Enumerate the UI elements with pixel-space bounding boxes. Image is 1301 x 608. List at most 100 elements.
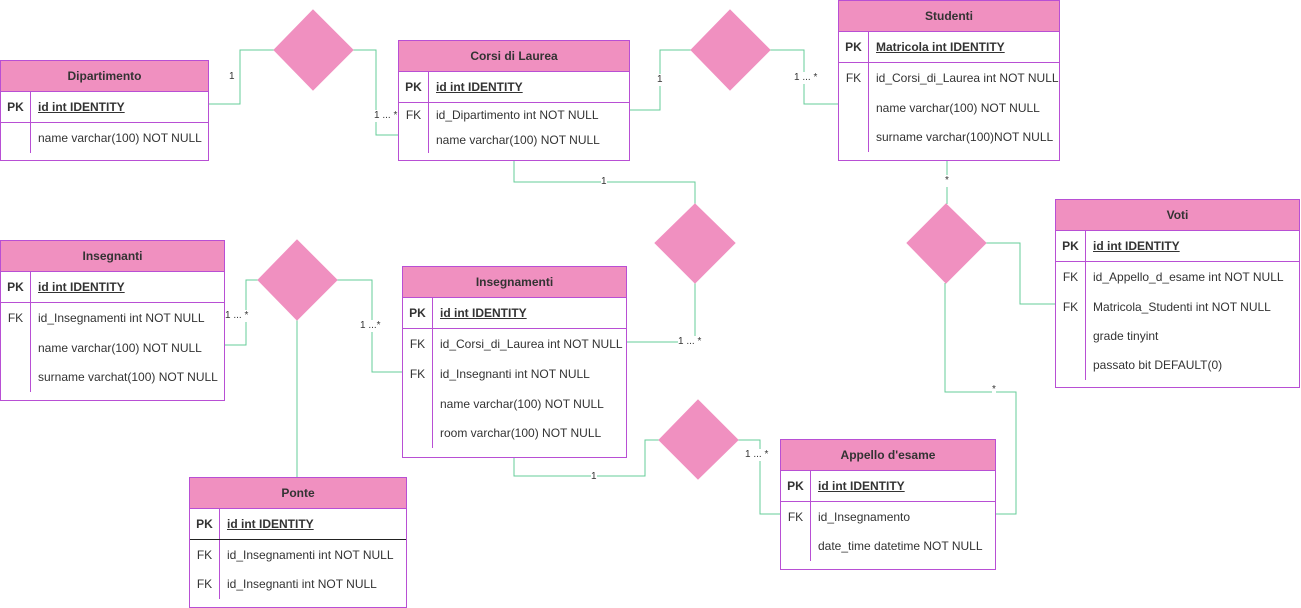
field-label: Matricola_Studenti int NOT NULL: [1093, 300, 1271, 314]
key-label: [1056, 351, 1086, 380]
entity-ponte[interactable]: Ponte PK id int IDENTITY FK id_Insegname…: [189, 477, 407, 608]
key-label: [1056, 322, 1086, 351]
table-row: FK id_Insegnamenti int NOT NULL: [1, 303, 224, 333]
entity-title: Ponte: [190, 478, 406, 509]
edge-insegnamenti-appello: [513, 439, 780, 515]
key-label: FK: [781, 502, 811, 532]
table-row: PK id int IDENTITY: [781, 471, 995, 502]
field-label: passato bit DEFAULT(0): [1093, 358, 1223, 372]
table-row: room varchar(100) NOT NULL: [403, 419, 626, 448]
entity-title: Voti: [1056, 200, 1299, 231]
key-label: PK: [1, 272, 31, 302]
table-row: FK id_Insegnamenti int NOT NULL: [190, 540, 406, 570]
key-label: [399, 127, 429, 153]
cardinality-label: 1 ... *: [678, 336, 702, 348]
field-label: id int IDENTITY: [1093, 239, 1180, 253]
key-label: [839, 123, 869, 152]
key-label: FK: [1056, 262, 1086, 292]
key-label: [1, 363, 31, 392]
entity-corsi-di-laurea[interactable]: Corsi di Laurea PK id int IDENTITY FK id…: [398, 40, 630, 161]
table-row: surname varchar(100)NOT NULL: [839, 123, 1059, 152]
field-label: name varchar(100) NOT NULL: [38, 341, 202, 355]
relationship-diamond: [654, 203, 736, 284]
cardinality-label: 1: [229, 71, 235, 83]
table-row: PK id int IDENTITY: [190, 509, 406, 540]
field-label: name varchar(100) NOT NULL: [440, 397, 604, 411]
field-label: id int IDENTITY: [440, 306, 527, 320]
field-label: id int IDENTITY: [38, 100, 125, 114]
field-label: id_Insegnamento: [818, 510, 911, 524]
table-row: FK id_Insegnamento: [781, 502, 995, 532]
cardinality-label: 1: [601, 176, 607, 188]
relationship-diamond: [690, 9, 771, 91]
key-label: [1, 333, 31, 363]
cardinality-label: 1: [591, 471, 597, 483]
entity-title: Studenti: [839, 1, 1059, 32]
edge-dipartimento-corsi: [209, 49, 398, 136]
key-label: PK: [399, 72, 429, 102]
table-row: surname varchat(100) NOT NULL: [1, 363, 224, 392]
field-label: id_Insegnamenti int NOT NULL: [227, 548, 394, 562]
entity-insegnamenti[interactable]: Insegnamenti PK id int IDENTITY FK id_Co…: [402, 266, 627, 458]
cardinality-label: *: [945, 175, 949, 187]
key-label: FK: [403, 329, 433, 359]
key-label: FK: [1, 303, 31, 333]
key-label: PK: [1, 92, 31, 122]
key-label: PK: [839, 32, 869, 62]
field-label: id_Corsi_di_Laurea int NOT NULL: [440, 337, 623, 351]
key-label: PK: [1056, 231, 1086, 261]
entity-title: Corsi di Laurea: [399, 41, 629, 72]
cardinality-label: 1 ...*: [360, 320, 381, 332]
key-label: PK: [781, 471, 811, 501]
table-row: FK id_Corsi_di_Laurea int NOT NULL: [839, 63, 1059, 93]
field-label: name varchar(100) NOT NULL: [436, 133, 600, 147]
relationship-diamond: [658, 399, 739, 480]
field-label: surname varchat(100) NOT NULL: [38, 370, 218, 384]
table-row: PK id int IDENTITY: [1, 272, 224, 303]
table-row: FK id_Dipartimento int NOT NULL: [399, 103, 629, 127]
field-label: grade tinyint: [1093, 329, 1159, 343]
field-label: id int IDENTITY: [436, 80, 523, 94]
field-label: id int IDENTITY: [38, 280, 125, 294]
field-label: id_Insegnanti int NOT NULL: [227, 577, 377, 591]
key-label: FK: [190, 570, 220, 599]
entity-studenti[interactable]: Studenti PK Matricola int IDENTITY FK id…: [838, 0, 1060, 161]
relationship-diamond: [273, 9, 354, 91]
key-label: [403, 419, 433, 448]
table-row: FK id_Insegnanti int NOT NULL: [403, 359, 626, 389]
cardinality-label: 1: [657, 74, 663, 86]
cardinality-label: 1 ... *: [745, 449, 769, 461]
entity-voti[interactable]: Voti PK id int IDENTITY FK id_Appello_d_…: [1055, 199, 1300, 388]
table-row: FK id_Corsi_di_Laurea int NOT NULL: [403, 329, 626, 359]
key-label: FK: [399, 103, 429, 127]
table-row: PK id int IDENTITY: [399, 72, 629, 103]
field-label: date_time datetime NOT NULL: [818, 539, 983, 553]
table-row: name varchar(100) NOT NULL: [839, 93, 1059, 123]
table-row: name varchar(100) NOT NULL: [403, 389, 626, 419]
table-row: name varchar(100) NOT NULL: [1, 333, 224, 363]
key-label: FK: [1056, 292, 1086, 322]
cardinality-label: 1 ... *: [794, 72, 818, 84]
entity-title: Insegnanti: [1, 241, 224, 272]
cardinality-label: 1 ... *: [374, 110, 398, 122]
entity-dipartimento[interactable]: Dipartimento PK id int IDENTITY name var…: [0, 60, 209, 161]
entity-title: Appello d'esame: [781, 440, 995, 471]
field-label: id_Appello_d_esame int NOT NULL: [1093, 270, 1284, 284]
key-label: [781, 532, 811, 561]
field-label: surname varchar(100)NOT NULL: [876, 130, 1054, 144]
table-row: name varchar(100) NOT NULL: [399, 127, 629, 153]
entity-appello-d-esame[interactable]: Appello d'esame PK id int IDENTITY FK id…: [780, 439, 996, 570]
key-label: FK: [190, 540, 220, 570]
entity-title: Insegnamenti: [403, 267, 626, 298]
entity-title: Dipartimento: [1, 61, 208, 92]
relationship-diamond: [257, 239, 338, 321]
key-label: FK: [403, 359, 433, 389]
key-label: FK: [839, 63, 869, 93]
field-label: name varchar(100) NOT NULL: [876, 101, 1040, 115]
table-row: FK id_Insegnanti int NOT NULL: [190, 570, 406, 599]
field-label: id_Insegnanti int NOT NULL: [440, 367, 590, 381]
entity-insegnanti[interactable]: Insegnanti PK id int IDENTITY FK id_Inse…: [0, 240, 225, 401]
cardinality-label: 1 ... *: [225, 310, 249, 322]
field-label: id_Dipartimento int NOT NULL: [436, 108, 599, 122]
